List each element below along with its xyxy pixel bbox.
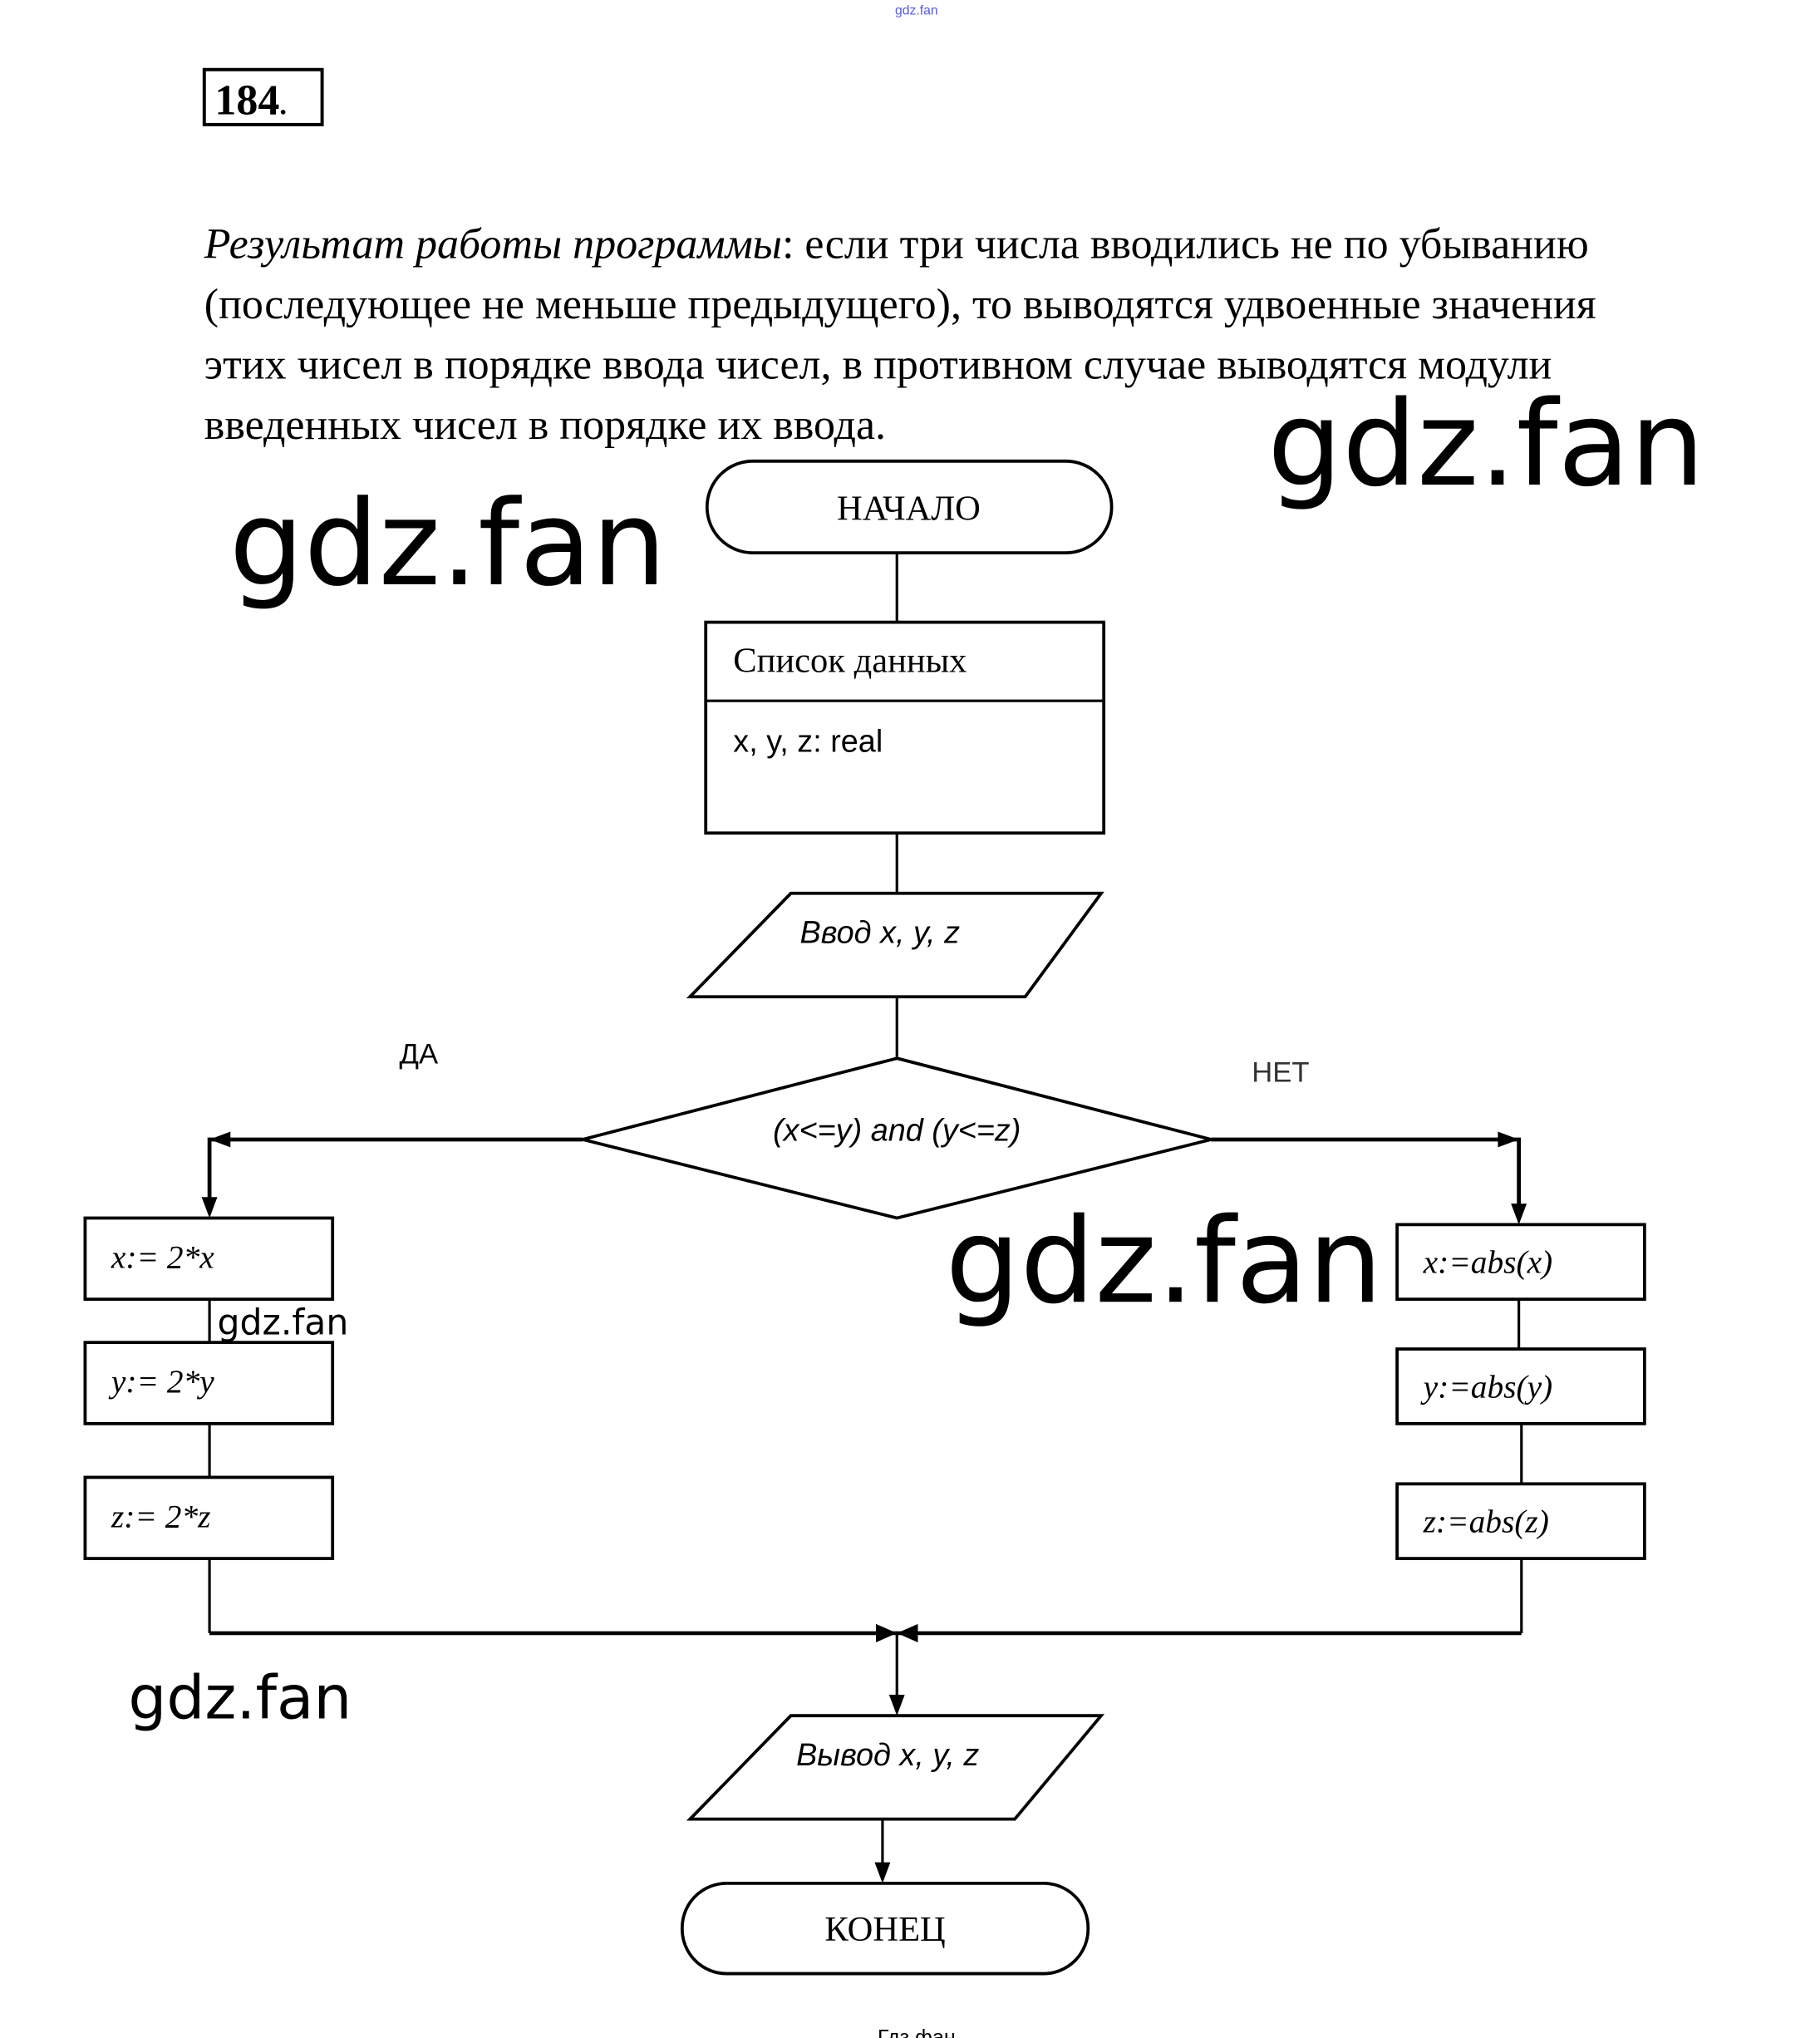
watermark: gdz.fan <box>229 475 667 613</box>
description-line-4: введенных чисел в порядке их ввода. <box>204 401 886 449</box>
arrow-down-icon <box>201 1197 218 1218</box>
yes-step-3-label: z:= 2*z <box>111 1498 211 1534</box>
output-label: Вывод x, y, z <box>796 1738 979 1773</box>
no-step-2 <box>1395 1347 1646 1425</box>
yes-branch-line <box>207 1137 583 1213</box>
data-list-body: x, y, z: real <box>733 725 883 760</box>
no-step-3-label: z:=abs(z) <box>1423 1504 1549 1540</box>
description-line-1: Результат работы программы: если три чис… <box>204 221 1589 268</box>
arrow-left-icon <box>897 1623 918 1642</box>
input-block <box>686 891 1104 999</box>
watermark: gdz.fan <box>946 1193 1383 1330</box>
output-block <box>686 1714 1105 1821</box>
arrow-right-icon <box>876 1623 898 1642</box>
data-list-box <box>704 620 1106 835</box>
start-terminal <box>705 459 1114 554</box>
arrow-down-icon <box>888 1694 905 1716</box>
description: Результат работы программы: если три чис… <box>204 221 1596 449</box>
no-step-2-label: y:=abs(y) <box>1420 1368 1553 1405</box>
no-label: НЕТ <box>1252 1057 1309 1089</box>
end-label: КОНЕЦ <box>824 1910 945 1949</box>
yes-label: ДА <box>400 1039 439 1071</box>
arrow-down-icon <box>874 1862 891 1883</box>
watermark: gdz.fan <box>218 1303 349 1344</box>
condition-label: (x<=y) and (y<=z) <box>773 1114 1021 1149</box>
condition-diamond <box>582 1056 1212 1220</box>
description-line-2: (последующее не меньше предыдущего), то … <box>204 281 1596 328</box>
watermark: gdz.fan <box>1267 376 1704 513</box>
yes-step-1 <box>83 1216 335 1302</box>
watermark: gdz.fan <box>128 1663 352 1733</box>
end-terminal <box>680 1881 1090 1976</box>
no-step-1 <box>1395 1223 1646 1302</box>
task-number-box <box>202 67 324 126</box>
yes-step-2-label: y:= 2*y <box>108 1363 214 1400</box>
no-step-1-label: x:=abs(x) <box>1423 1244 1553 1281</box>
start-label: НАЧАЛО <box>837 490 981 529</box>
yes-step-2 <box>83 1341 335 1425</box>
data-list-title: Список данных <box>733 641 967 680</box>
top-watermark: gdz.fan <box>895 4 938 18</box>
yes-step-1-label: x:= 2*x <box>111 1238 214 1275</box>
description-line-3: этих чисел в порядке ввода чисел, в прот… <box>204 342 1552 389</box>
task-number: 184. <box>214 76 287 124</box>
flowchart: НАЧАЛО Список данных x, y, z: real Ввод … <box>83 459 1646 1976</box>
input-label: Ввод x, y, z <box>800 916 961 951</box>
yes-step-3 <box>83 1475 335 1561</box>
arrow-down-icon <box>1511 1204 1527 1225</box>
footer-watermark: Гдз.фан <box>878 2026 956 2038</box>
no-branch-line <box>1211 1137 1521 1220</box>
